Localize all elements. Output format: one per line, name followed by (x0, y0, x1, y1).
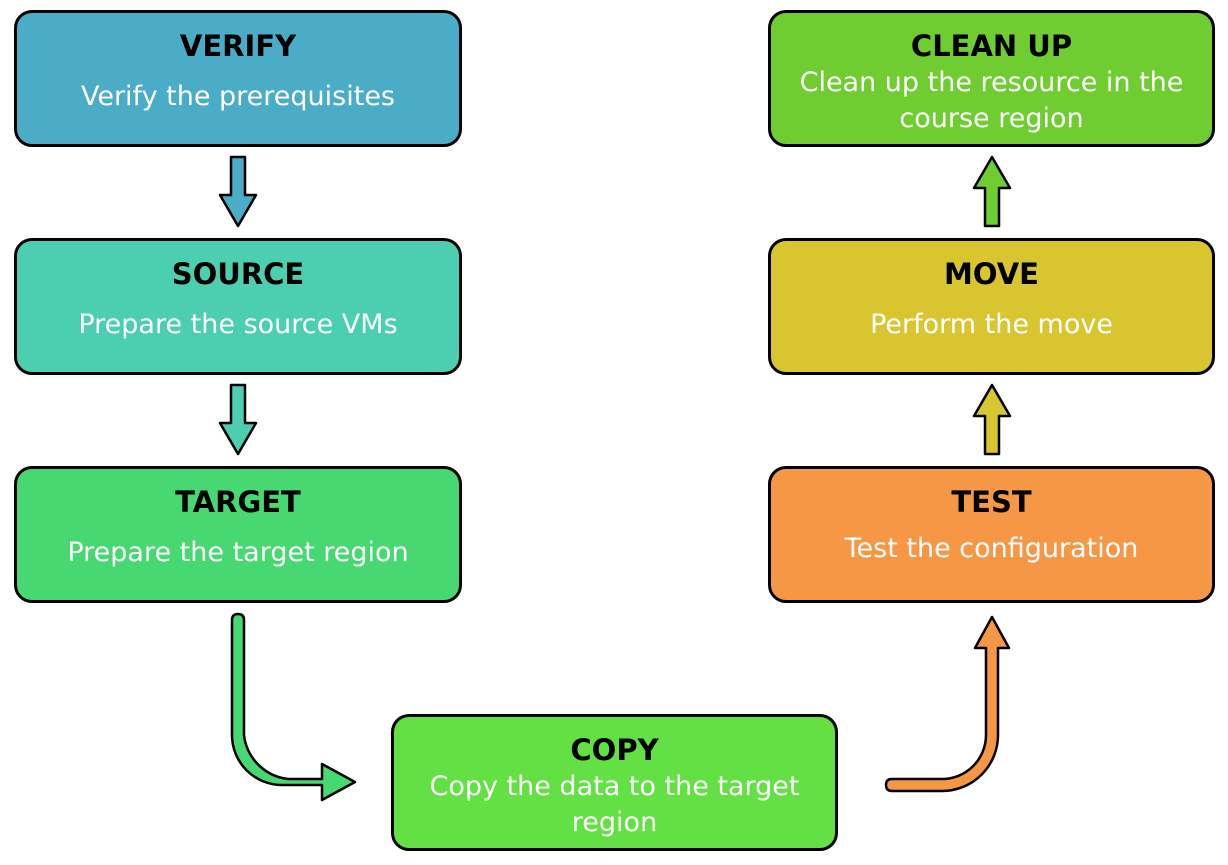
arrow-verify-to-source (218, 155, 258, 228)
arrow-copy-to-test (884, 615, 1011, 793)
step-target: TARGET Prepare the target region (14, 466, 462, 603)
step-title: COPY (570, 733, 659, 767)
step-source: SOURCE Prepare the source VMs (14, 238, 462, 375)
step-title: TEST (951, 485, 1032, 519)
step-description: Verify the prerequisites (80, 81, 396, 112)
step-description: Clean up the resource in the course regi… (799, 67, 1184, 134)
step-move: MOVE Perform the move (768, 238, 1215, 375)
arrow-target-to-copy (230, 612, 357, 802)
step-test: TEST Test the configuration (768, 466, 1215, 603)
step-description: Test the configuration (844, 533, 1139, 564)
step-verify: VERIFY Verify the prerequisites (14, 10, 462, 147)
step-description: Prepare the source VMs (78, 309, 398, 340)
step-title: VERIFY (179, 29, 297, 63)
step-description: Prepare the target region (67, 537, 409, 568)
step-description: Perform the move (870, 309, 1113, 340)
arrow-test-to-move (972, 383, 1012, 456)
step-copy: COPY Copy the data to the target region (391, 714, 838, 851)
arrow-move-to-cleanup (972, 155, 1012, 228)
step-title: SOURCE (171, 257, 305, 291)
step-clean-up: CLEAN UP Clean up the resource in the co… (768, 10, 1215, 147)
step-title: MOVE (944, 257, 1039, 291)
step-description: Copy the data to the target region (429, 771, 800, 838)
step-title: TARGET (175, 485, 301, 519)
arrow-source-to-target (218, 383, 258, 456)
step-title: CLEAN UP (910, 29, 1073, 63)
